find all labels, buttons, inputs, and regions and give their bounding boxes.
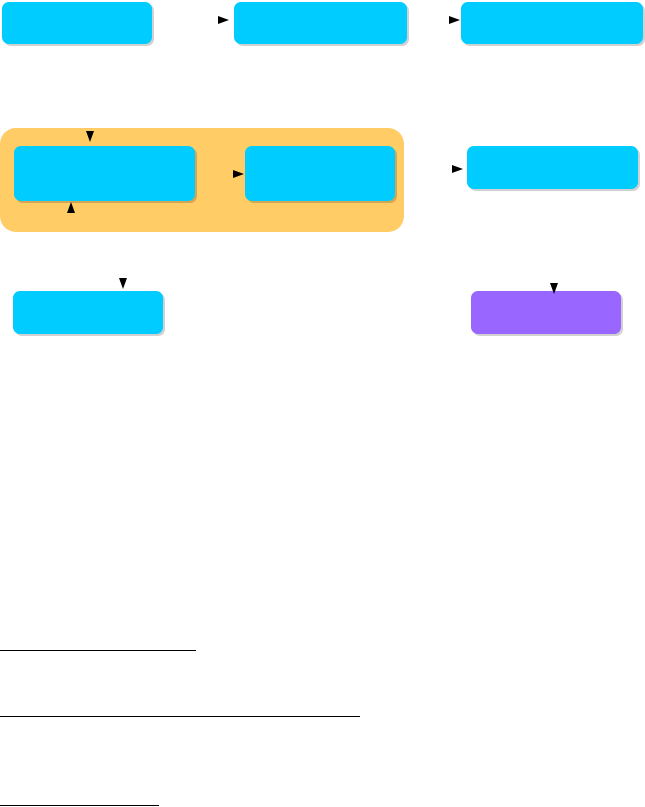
process-node-1[interactable] [2, 2, 152, 44]
process-node-3[interactable] [461, 2, 643, 44]
process-node-6[interactable] [467, 146, 638, 189]
process-node-5[interactable] [245, 146, 395, 201]
arrowhead-down-icon [119, 278, 127, 289]
process-node-4[interactable] [14, 146, 195, 201]
final-node[interactable] [471, 291, 621, 334]
rule-line [0, 805, 159, 806]
arrowhead-down-icon [86, 131, 94, 142]
rule-line [0, 716, 360, 717]
process-node-2[interactable] [234, 2, 407, 44]
arrowhead-down-icon [550, 283, 558, 294]
arrowhead-right-icon [218, 16, 229, 24]
arrowhead-right-icon [233, 170, 244, 178]
arrowhead-right-icon [449, 16, 460, 24]
process-node-7[interactable] [13, 291, 163, 334]
rule-line [0, 650, 196, 651]
arrowhead-up-icon [67, 202, 75, 213]
arrowhead-right-icon [452, 165, 463, 173]
